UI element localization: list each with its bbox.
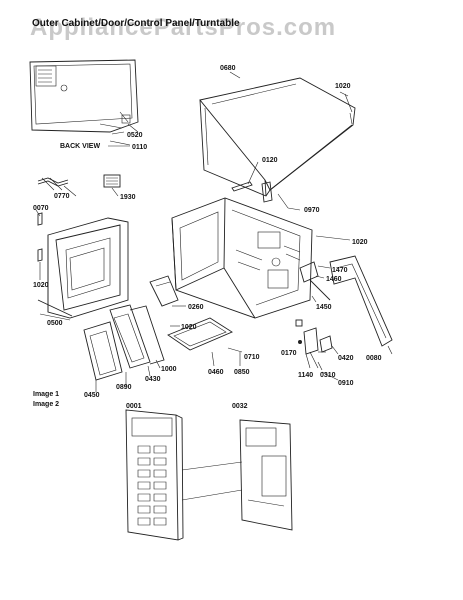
image1-caption: Image 1 [33,391,59,398]
part-label: 1020 [181,324,197,331]
part-label: 1470 [332,267,348,274]
part-label: 1020 [352,239,368,246]
image2-caption: Image 2 [33,401,59,408]
part-label: 1020 [335,83,351,90]
part-label: 0890 [116,384,132,391]
upper-small-parts [37,174,289,209]
cavity-chassis [171,197,319,319]
switch-assembly [295,319,333,369]
leader-lines [35,71,393,392]
part-label: 1020 [33,282,49,289]
part-label: 0710 [244,354,260,361]
part-label: 1460 [326,276,342,283]
part-label: 0520 [127,132,143,139]
part-label: 1450 [316,304,332,311]
back-view-panel [29,59,139,146]
part-label: 1930 [120,194,136,201]
door-assembly [37,212,129,319]
part-label: 0110 [132,144,147,151]
lower-center-parts [39,275,233,381]
part-label: 1140 [298,372,313,379]
part-label: 0770 [54,193,70,200]
side-rail [309,255,393,347]
part-label: 0460 [208,369,224,376]
part-label: 0850 [234,369,250,376]
part-label: 0260 [188,304,204,311]
part-label: 0170 [281,350,297,357]
control-panel-back [181,419,293,531]
control-panel-front [125,409,184,541]
part-labels: 0680 1020 0520 0110 0120 0970 0770 1930 … [33,65,382,410]
part-label: 0910 [338,380,354,387]
diagram-title: Outer Cabinet/Door/Control Panel/Turntab… [32,18,240,29]
part-label: 0420 [338,355,354,362]
part-label: 0430 [145,376,161,383]
part-label: 0120 [262,157,278,164]
part-label: 1000 [161,366,177,373]
part-label: 0070 [33,205,49,212]
part-label: 0001 [126,403,142,410]
part-label: 0500 [47,320,63,327]
part-label: 0680 [220,65,236,72]
outer-cabinet [199,77,356,197]
back-view-caption: BACK VIEW [60,143,100,150]
part-label: 0450 [84,392,100,399]
part-label: 0970 [304,207,320,214]
part-label: 0080 [366,355,382,362]
part-label: 0310 [320,372,336,379]
watermark: AppliancePartsPros.com [30,14,337,41]
part-label: 0032 [232,403,248,410]
